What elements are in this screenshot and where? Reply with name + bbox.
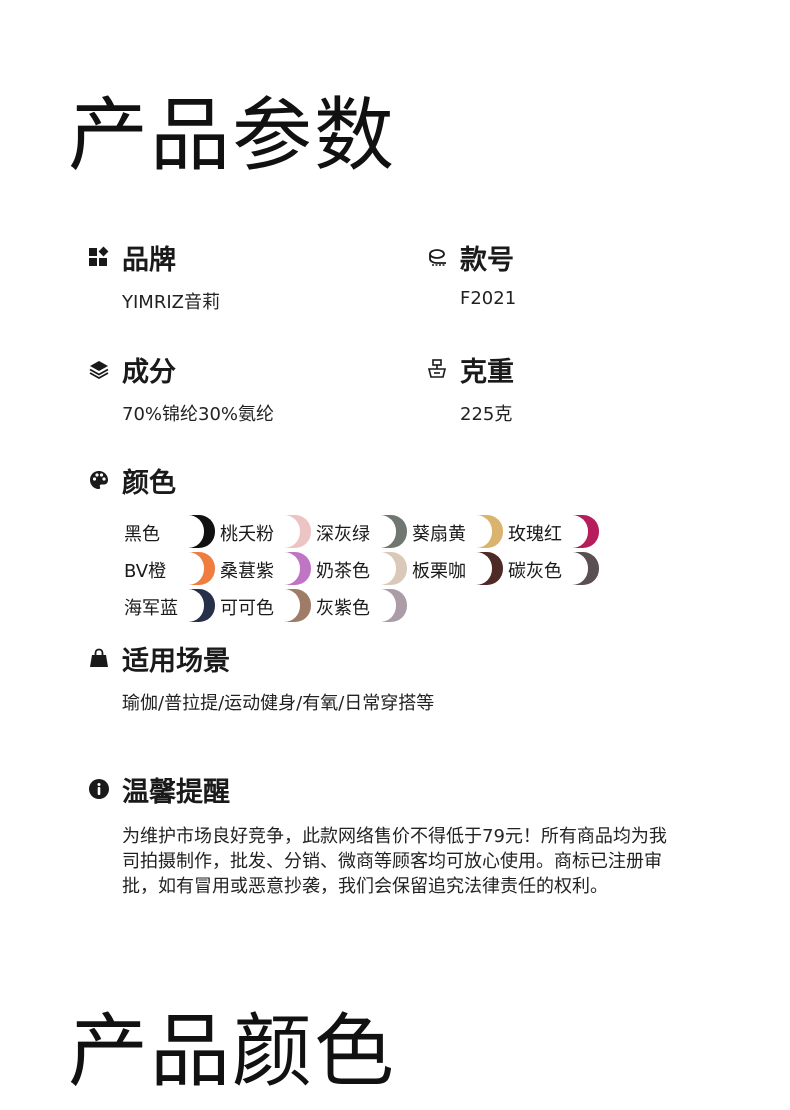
color-swatch[interactable]: 板栗咖 <box>410 552 503 585</box>
color-swatch[interactable]: 深灰绿 <box>314 515 407 548</box>
swatch-name: 玫瑰红 <box>508 524 562 545</box>
scale-icon <box>424 356 450 382</box>
swatch-name: 板栗咖 <box>412 561 466 582</box>
swatch-label-chip <box>122 515 204 548</box>
layers-icon <box>86 356 112 382</box>
color-swatch[interactable]: 海军蓝 <box>122 589 215 622</box>
color-swatch[interactable]: 葵扇黄 <box>410 515 503 548</box>
weight-section: 克重 225克 <box>424 352 514 425</box>
notice-label: 温馨提醒 <box>122 776 230 808</box>
usage-section: 适用场景 瑜伽/普拉提/运动健身/有氧/日常穿搭等 <box>86 641 686 714</box>
color-swatch[interactable]: 桃夭粉 <box>218 515 311 548</box>
swatch-name: 桃夭粉 <box>220 524 274 545</box>
usage-value: 瑜伽/普拉提/运动健身/有氧/日常穿搭等 <box>122 693 435 714</box>
page-title-colors: 产品颜色 <box>68 1005 396 1098</box>
info-icon <box>86 776 112 802</box>
swatch-name: 葵扇黄 <box>412 524 466 545</box>
colors-section: 颜色 黑色 桃夭粉 深灰绿 葵扇黄 玫瑰红 BV橙 桑葚紫 奶茶色 板栗咖 碳灰色海军蓝 可可色 灰紫… <box>86 463 599 622</box>
swatch-label-chip <box>506 515 588 548</box>
swatch-name: 海军蓝 <box>124 598 178 619</box>
swatch-name: BV橙 <box>124 561 167 582</box>
swatch-name: 奶茶色 <box>316 561 370 582</box>
color-swatch[interactable]: 可可色 <box>218 589 311 622</box>
grid-icon <box>86 244 112 270</box>
model-value: F2021 <box>460 288 517 309</box>
notice-section: 温馨提醒 为维护市场良好竞争，此款网络售价不得低于79元！所有商品均为我司拍摄制… <box>86 772 686 897</box>
color-swatch[interactable]: 玫瑰红 <box>506 515 599 548</box>
material-value: 70%锦纶30%氨纶 <box>122 404 275 425</box>
swatch-name: 黑色 <box>124 524 160 545</box>
brand-section: 品牌 YIMRIZ音莉 <box>86 240 220 313</box>
color-swatch[interactable]: 黑色 <box>122 515 215 548</box>
swatch-label-chip <box>218 552 300 585</box>
material-section: 成分 70%锦纶30%氨纶 <box>86 352 274 425</box>
weight-value: 225克 <box>460 404 513 425</box>
swatch-label-chip <box>314 589 396 622</box>
model-label: 款号 <box>460 244 514 276</box>
colors-label: 颜色 <box>122 467 176 499</box>
page-title-parameters: 产品参数 <box>68 89 396 182</box>
tape-icon <box>424 244 450 270</box>
swatch-label-chip <box>122 589 204 622</box>
brand-value: YIMRIZ音莉 <box>122 292 220 313</box>
color-swatch[interactable]: 灰紫色 <box>314 589 407 622</box>
swatch-label-chip <box>410 515 492 548</box>
swatch-label-chip <box>410 552 492 585</box>
material-label: 成分 <box>122 356 176 388</box>
usage-label: 适用场景 <box>122 645 230 677</box>
color-swatch[interactable]: BV橙 <box>122 552 215 585</box>
swatch-label-chip <box>506 552 588 585</box>
swatch-name: 深灰绿 <box>316 524 370 545</box>
swatch-label-chip <box>314 515 396 548</box>
notice-text: 为维护市场良好竞争，此款网络售价不得低于79元！所有商品均为我司拍摄制作，批发、… <box>122 826 667 897</box>
palette-icon <box>86 467 112 493</box>
swatch-name: 桑葚紫 <box>220 561 274 582</box>
color-swatch[interactable]: 奶茶色 <box>314 552 407 585</box>
swatch-label-chip <box>122 552 204 585</box>
model-section: 款号 F2021 <box>424 240 516 309</box>
weight-label: 克重 <box>460 356 514 388</box>
swatch-name: 灰紫色 <box>316 598 370 619</box>
color-swatch[interactable]: 桑葚紫 <box>218 552 311 585</box>
bag-icon <box>86 645 112 671</box>
color-swatch[interactable]: 碳灰色 <box>506 552 599 585</box>
swatch-label-chip <box>218 589 300 622</box>
brand-label: 品牌 <box>122 244 176 276</box>
swatch-name: 可可色 <box>220 598 274 619</box>
swatch-label-chip <box>218 515 300 548</box>
swatch-label-chip <box>314 552 396 585</box>
swatch-name: 碳灰色 <box>508 561 562 582</box>
